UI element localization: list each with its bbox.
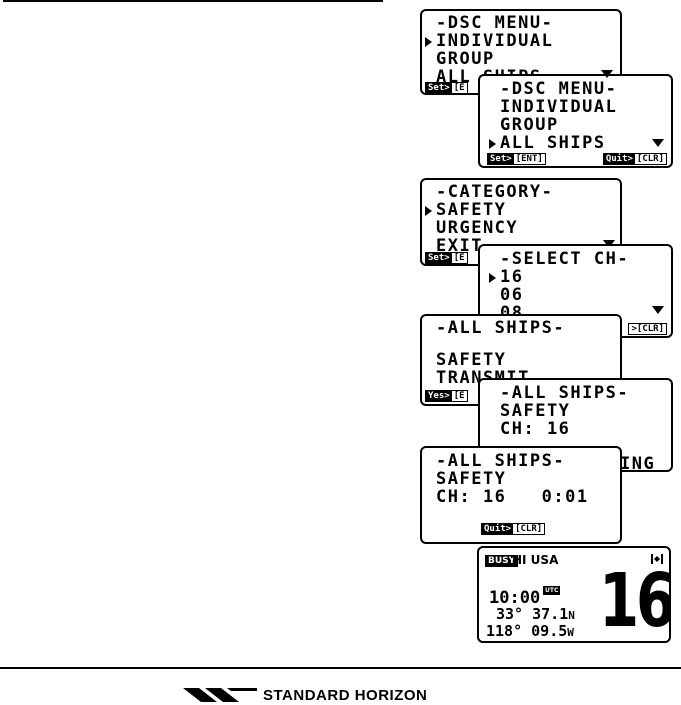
softkey-quit-label: Quit>: [482, 524, 514, 534]
dual-watch-icon: [651, 554, 663, 564]
scroll-down-arrow-icon: [652, 139, 664, 147]
longitude-readout: 118° 09.5W: [486, 622, 574, 640]
selection-cursor-icon: [425, 37, 432, 47]
softkey-quit[interactable]: >[CLR]: [628, 323, 667, 335]
standard-horizon-logo-icon: [183, 688, 257, 702]
softkey-set-label: Set>: [426, 83, 452, 93]
transmitting-status: ING: [620, 454, 656, 472]
latitude-readout: 33° 37.1N: [496, 605, 575, 623]
menu-title: -DSC MENU-: [436, 13, 554, 33]
category-label: SAFETY: [500, 401, 571, 421]
softkey-quit-action: [CLR]: [636, 154, 664, 164]
softkey-yes-label: Yes>: [426, 391, 452, 401]
menu-title: -DSC MENU-: [500, 79, 618, 99]
dsc-menu-screen-all-ships: -DSC MENU- INDIVIDUAL GROUP ALL SHIPS Se…: [478, 74, 673, 168]
scroll-down-arrow-icon: [652, 306, 664, 314]
softkey-set[interactable]: Set> [E: [425, 82, 468, 93]
bottom-rule: [0, 667, 681, 669]
softkey-yes-action: [E: [453, 391, 465, 401]
selection-cursor-icon: [489, 139, 496, 149]
softkey-quit-action: >[CLR]: [631, 324, 664, 334]
time-readout: 10:00: [489, 588, 541, 608]
menu-item-all-ships[interactable]: ALL SHIPS: [500, 133, 606, 153]
selection-cursor-icon: [425, 206, 432, 216]
region-label: HI USA: [512, 553, 559, 567]
channel-option-06[interactable]: 06: [500, 285, 524, 305]
latitude-hemisphere: N: [568, 609, 575, 622]
brand-name: STANDARD HORIZON: [263, 686, 428, 704]
longitude-value: 118° 09.5: [486, 622, 568, 640]
menu-item-individual[interactable]: INDIVIDUAL: [500, 97, 618, 117]
softkey-quit[interactable]: Quit> [CLR]: [602, 153, 667, 165]
channel-label: CH: 16: [500, 419, 571, 439]
softkey-set-action: [ENT]: [515, 154, 543, 164]
all-ships-title: -ALL SHIPS-: [500, 383, 630, 403]
top-rule: [3, 0, 383, 2]
softkey-quit-action: [CLR]: [515, 524, 543, 534]
channel-number: 16: [599, 558, 671, 643]
latitude-value: 33° 37.1: [496, 605, 569, 623]
softkey-set-label: Set>: [488, 154, 514, 164]
busy-indicator: BUSY: [485, 555, 519, 567]
softkey-quit-label: Quit>: [603, 154, 635, 164]
menu-item-group[interactable]: GROUP: [500, 115, 559, 135]
longitude-hemisphere: W: [567, 626, 574, 639]
selection-cursor-icon: [489, 273, 496, 283]
category-label: SAFETY: [436, 350, 507, 370]
softkey-set-action: [E: [453, 83, 465, 93]
softkey-set[interactable]: Set> [ENT]: [487, 153, 546, 165]
channel-timer-label: CH: 16 0:01: [436, 487, 589, 507]
category-item-urgency[interactable]: URGENCY: [436, 218, 519, 238]
category-label: SAFETY: [436, 469, 507, 489]
scroll-down-arrow-icon: [601, 70, 613, 78]
utc-badge: UTC: [543, 586, 561, 595]
standby-screen: BUSY HI USA 10:00 UTC 33° 37.1N 118° 09.…: [477, 546, 671, 643]
menu-item-individual[interactable]: INDIVIDUAL: [436, 31, 554, 51]
softkey-set-action: [E: [453, 253, 465, 263]
category-title: -CATEGORY-: [436, 182, 554, 202]
softkey-quit[interactable]: Quit> [CLR]: [481, 523, 546, 535]
brand-logo: STANDARD HORIZON: [183, 684, 427, 705]
channel-option-16[interactable]: 16: [500, 267, 524, 287]
all-ships-timer-screen: -ALL SHIPS- SAFETY CH: 16 0:01 Quit> [CL…: [420, 446, 622, 544]
category-item-exit[interactable]: EXIT: [436, 236, 483, 256]
all-ships-title: -ALL SHIPS-: [436, 318, 566, 338]
softkey-set-label: Set>: [426, 253, 452, 263]
select-channel-title: -SELECT CH-: [500, 249, 630, 269]
softkey-set[interactable]: Set> [E: [425, 252, 468, 264]
category-item-safety[interactable]: SAFETY: [436, 200, 507, 220]
all-ships-title: -ALL SHIPS-: [436, 451, 566, 471]
softkey-yes[interactable]: Yes> [E: [425, 390, 468, 402]
menu-item-group[interactable]: GROUP: [436, 49, 495, 69]
